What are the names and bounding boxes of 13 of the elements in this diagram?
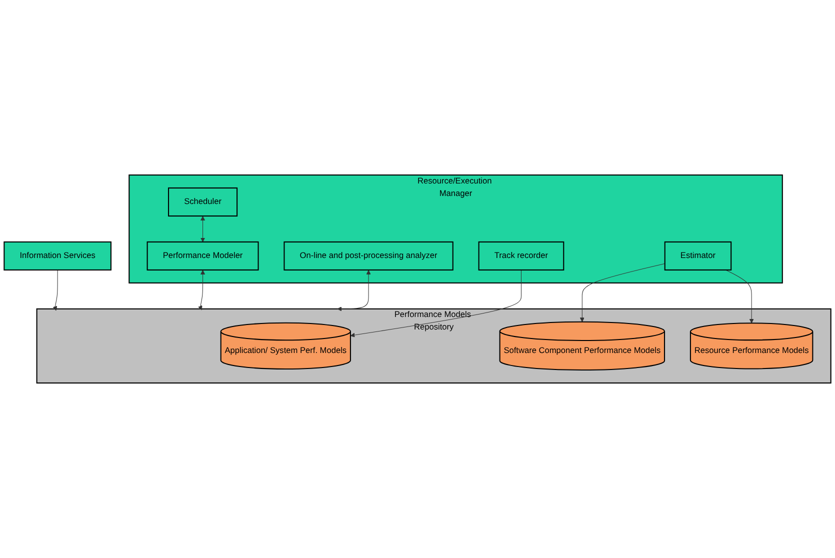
node-box: Information Services (4, 241, 112, 270)
arrow (726, 270, 754, 324)
node-box: Scheduler (168, 187, 238, 217)
node-box: Estimator (664, 241, 732, 270)
arrow (580, 263, 666, 322)
arrow (337, 270, 371, 312)
arrow (350, 270, 522, 338)
arrow (200, 216, 206, 242)
node-box: On-line and post-processing analyzer (284, 241, 454, 270)
node-box: Track recorder (478, 241, 564, 270)
arrow (198, 270, 206, 310)
node-box: Performance Modeler (146, 241, 259, 270)
arrow (52, 270, 58, 311)
